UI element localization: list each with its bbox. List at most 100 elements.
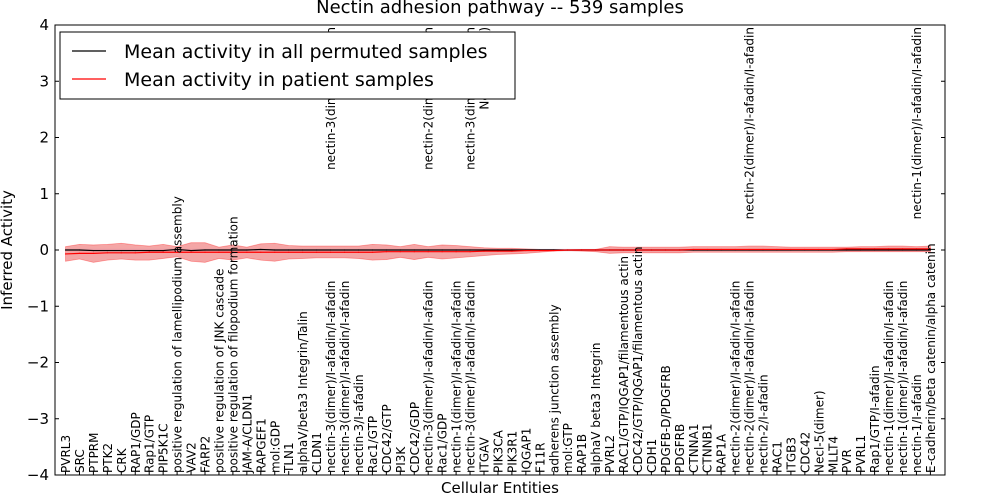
x-tick-label: mol:GDP [268, 421, 282, 473]
data-point-patient [288, 251, 290, 253]
data-point-patient [874, 248, 876, 250]
x-tick-label: PIP5K1C [157, 423, 171, 473]
data-point-patient [832, 248, 834, 251]
y-tick-label: 3 [39, 72, 49, 90]
y-tick-label: 0 [39, 241, 49, 259]
data-point-patient [553, 249, 555, 252]
x-tick-label: FARP2 [199, 436, 213, 473]
x-tick-label: IQGAP1 [519, 428, 533, 473]
data-point-permuted [497, 249, 499, 251]
data-point-patient [776, 248, 778, 251]
data-point-patient [539, 249, 541, 252]
x-tick-label: PI3K [394, 446, 408, 473]
data-point-patient [525, 249, 527, 252]
x-tick-label: PVR [840, 449, 854, 473]
x-tick-label: CLDN1 [310, 432, 324, 473]
data-point-patient [357, 251, 360, 253]
data-point-patient [581, 249, 583, 251]
x-tick-label: positive regulation of lamellipodium ass… [171, 196, 185, 473]
x-tick-label: Rac1/GTP [366, 416, 380, 473]
x-tick-label: CDC42/GTP [380, 404, 394, 473]
x-tick-label: Rap1/GTP/I-afadin [868, 365, 882, 473]
data-point-patient [162, 251, 164, 253]
x-tick-label: alphaV/beta3 Integrin/Talin [296, 311, 310, 473]
data-point-patient [622, 249, 625, 251]
x-tick-label: MLLT4 [826, 436, 840, 473]
data-point-patient [371, 251, 373, 253]
x-tick-label: VAV2 [185, 442, 199, 473]
data-point-patient [887, 248, 890, 250]
data-point-patient [427, 251, 429, 253]
x-tick-label: RAP1B [575, 434, 589, 473]
x-tick-label: nectin-2(dimer)/I-afadin/I-afadin [729, 281, 743, 473]
x-tick-label: positive regulation of JNK cascade [212, 269, 226, 473]
x-axis-label: Cellular Entities [441, 479, 559, 497]
data-point-permuted [64, 249, 67, 251]
x-tick-label: RAC1 [770, 441, 784, 473]
patient-band [65, 242, 931, 263]
data-point-patient [595, 249, 597, 251]
x-tick-label: RAP1/GDP [129, 412, 143, 473]
data-point-permuted [455, 249, 457, 251]
data-point-permuted [441, 249, 443, 251]
x-tick-label: PTK2 [101, 443, 115, 473]
data-point-permuted [860, 249, 862, 251]
x-tick-label: CDC42/GTP/IQGAP1/filamentous actin [631, 247, 645, 473]
data-point-permuted [483, 249, 485, 251]
data-point-patient [915, 248, 918, 250]
data-point-permuted [371, 249, 373, 251]
x-tick-label: Rap1/GTP [143, 415, 157, 473]
data-point-patient [260, 251, 262, 253]
x-tick-label: nectin-1/I-afadin [910, 374, 924, 473]
data-point-patient [413, 251, 415, 253]
data-point-patient [274, 251, 276, 253]
data-point-patient [664, 249, 666, 251]
x-tick-label: CTNNA1 [687, 423, 701, 473]
x-tick-label: CDH1 [645, 439, 659, 473]
x-tick-label: positive regulation of filopodium format… [226, 216, 240, 473]
x-tick-label: CTNNB1 [701, 423, 715, 473]
data-point-permuted [343, 249, 346, 251]
x-tick-label: mol:GTP [561, 423, 575, 473]
data-point-permuted [469, 249, 471, 251]
data-point-permuted [106, 249, 108, 252]
legend: Mean activity in all permuted samples Me… [59, 31, 516, 100]
x-tick-label-upper: nectin-1(dimer)/I-afadin/I-afadin [910, 27, 924, 219]
data-point-permuted [134, 249, 136, 252]
data-point-patient [469, 251, 471, 253]
data-point-permuted [887, 249, 890, 251]
data-point-permuted [218, 249, 220, 251]
x-tick-label: alphaV beta3 Integrin [589, 342, 603, 473]
data-point-patient [929, 248, 932, 250]
data-point-patient [483, 250, 485, 252]
x-tick-label: nectin-2/I-afadin [757, 374, 771, 473]
x-tick-label: Rac1/GDP [436, 414, 450, 473]
data-point-patient [720, 248, 722, 251]
x-tick-label: nectin-1(dimer)/I-afadin/I-afadin [896, 281, 910, 473]
data-point-patient [567, 249, 569, 251]
data-point-patient [218, 251, 220, 253]
data-point-patient [636, 249, 639, 251]
data-point-permuted [260, 248, 262, 251]
data-point-patient [120, 252, 122, 254]
data-point-permuted [204, 249, 206, 251]
data-point-patient [204, 251, 206, 253]
x-tick-label: CRK [115, 447, 129, 473]
y-tick-label: −1 [27, 297, 49, 315]
data-point-patient [190, 251, 192, 253]
data-point-permuted [413, 249, 415, 251]
x-tick-label: CDC42 [798, 432, 812, 473]
data-point-patient [232, 251, 234, 253]
data-point-permuted [427, 249, 429, 251]
data-point-patient [246, 251, 248, 253]
chart-title: Nectin adhesion pathway -- 539 samples [316, 0, 684, 18]
x-tick-label: PVRL2 [603, 435, 617, 473]
data-point-patient [176, 251, 178, 253]
data-point-patient [860, 248, 862, 250]
data-point-patient [804, 248, 806, 251]
x-tick-label: ITGB3 [784, 437, 798, 473]
data-point-permuted [874, 249, 876, 251]
data-point-patient [316, 251, 318, 253]
x-tick-label: E-cadherin/beta catenin/alpha catenin [924, 243, 938, 473]
